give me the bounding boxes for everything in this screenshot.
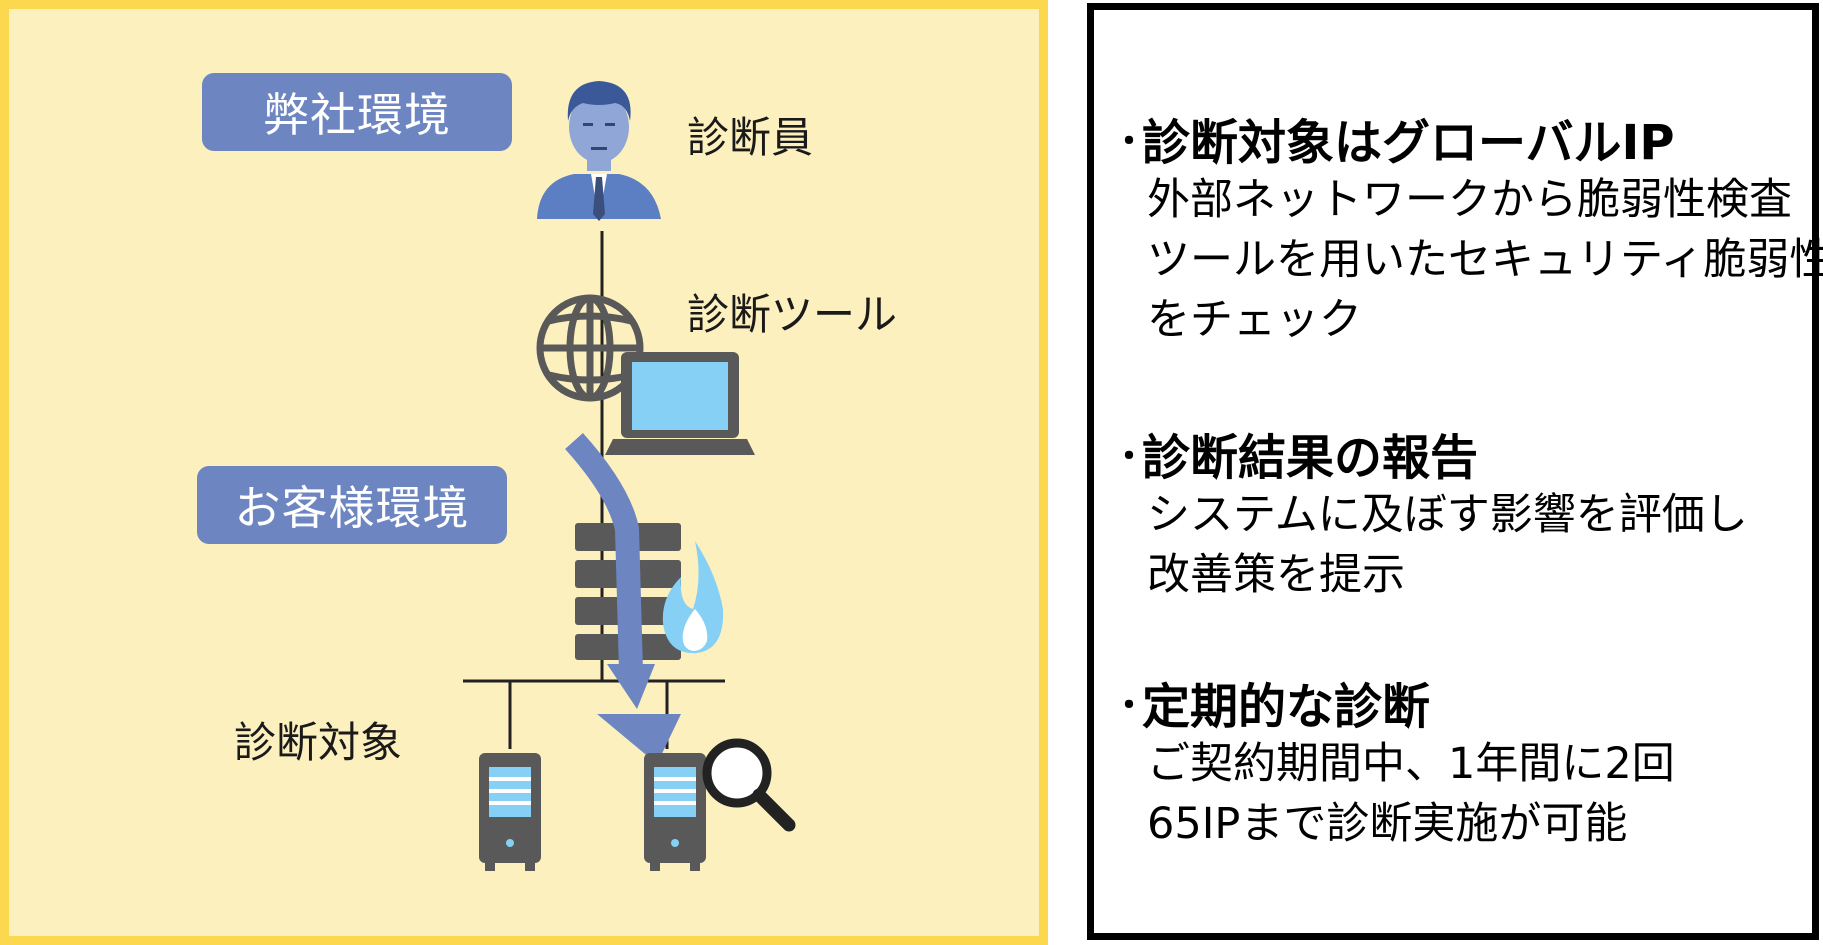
bullet-icon: ・ — [1112, 685, 1146, 726]
diagram-graphic — [463, 81, 796, 871]
inspector-label: 診断員 — [687, 113, 814, 162]
point-body: 外部ネットワークから脆弱性検査 ツールを用いたセキュリティ脆弱性 をチェック — [1147, 170, 1823, 350]
point-body-line: ご契約期間中、1年間に2回 — [1147, 739, 1675, 789]
point-body-line: ツールを用いたセキュリティ脆弱性 — [1147, 235, 1823, 285]
person-icon — [537, 81, 661, 221]
tool-label: 診断ツール — [687, 290, 898, 339]
point-heading: ・ 定期的な診断 — [1112, 670, 1812, 735]
diagram-panel: 弊社環境 お客様環境 診断員 診断ツール 診断対象 — [0, 0, 1048, 945]
info-point: ・ 診断対象はグローバルIP 外部ネットワークから脆弱性検査 ツールを用いたセキ… — [1112, 106, 1823, 350]
bullet-icon: ・ — [1112, 436, 1146, 477]
bullet-icon: ・ — [1112, 121, 1146, 162]
point-body-line: 65IPまで診断実施が可能 — [1147, 799, 1628, 849]
customer-environment-label: お客様環境 — [197, 466, 507, 544]
point-heading-text: 定期的な診断 — [1142, 679, 1431, 735]
point-heading-text: 診断対象はグローバルIP — [1142, 115, 1675, 171]
point-body: ご契約期間中、1年間に2回 65IPまで診断実施が可能 — [1147, 734, 1812, 854]
point-heading: ・ 診断結果の報告 — [1112, 421, 1812, 486]
info-point: ・ 診断結果の報告 システムに及ぼす影響を評価し 改善策を提示 — [1112, 421, 1812, 605]
point-body-line: をチェック — [1147, 295, 1362, 345]
company-environment-label: 弊社環境 — [202, 73, 512, 151]
point-heading-text: 診断結果の報告 — [1142, 430, 1479, 486]
target-label: 診断対象 — [234, 718, 403, 767]
magnifier-icon — [702, 738, 796, 832]
firewall-icon — [575, 523, 681, 660]
info-point: ・ 定期的な診断 ご契約期間中、1年間に2回 65IPまで診断実施が可能 — [1112, 670, 1812, 854]
diagnostic-arrow — [565, 432, 681, 764]
laptop-icon — [605, 352, 755, 455]
point-heading: ・ 診断対象はグローバルIP — [1112, 106, 1812, 171]
point-body-line: システムに及ぼす影響を評価し — [1147, 490, 1748, 540]
point-body: システムに及ぼす影響を評価し 改善策を提示 — [1147, 485, 1812, 605]
flame-icon — [662, 541, 724, 654]
point-body-line: 外部ネットワークから脆弱性検査 — [1147, 175, 1792, 225]
info-panel: ・ 診断対象はグローバルIP 外部ネットワークから脆弱性検査 ツールを用いたセキ… — [1087, 3, 1823, 940]
server-icon — [644, 753, 706, 871]
server-icon — [479, 753, 541, 871]
point-body-line: 改善策を提示 — [1147, 550, 1405, 600]
